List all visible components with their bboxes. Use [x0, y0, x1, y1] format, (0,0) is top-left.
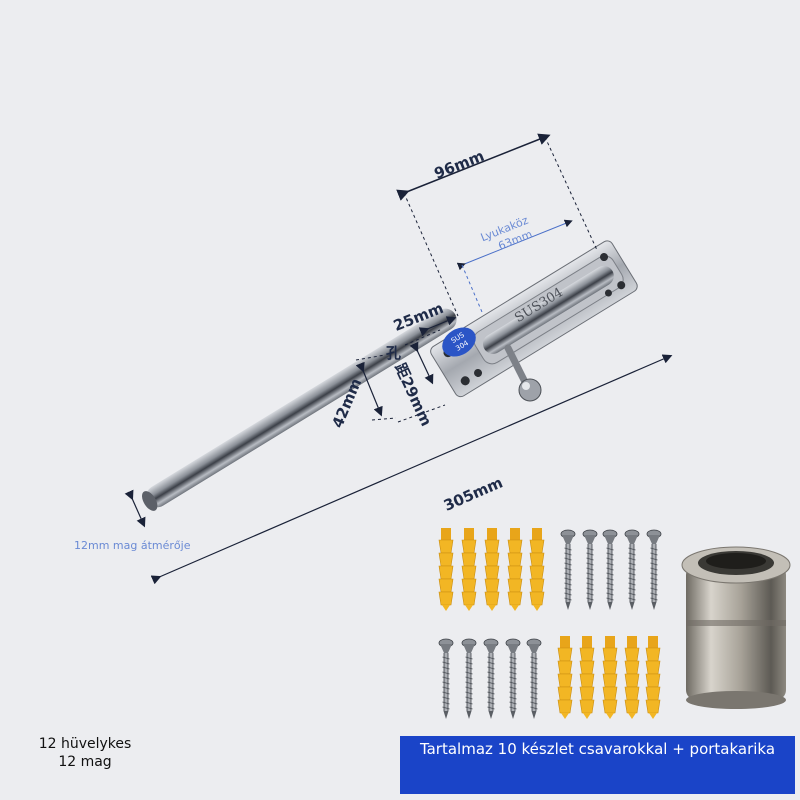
screws-top	[560, 529, 662, 610]
included-items-banner: Tartalmaz 10 készlet csavarokkal + porta…	[400, 736, 795, 794]
banner-text: Tartalmaz 10 készlet csavarokkal + porta…	[419, 740, 776, 758]
screw	[438, 638, 454, 719]
floor-strike-cup	[681, 546, 791, 709]
dim-96mm: 96mm	[432, 147, 487, 183]
wall-anchor	[529, 528, 545, 611]
wall-anchor	[624, 636, 640, 719]
screw	[505, 638, 521, 719]
screw	[624, 529, 640, 610]
screw	[602, 529, 618, 610]
wall-anchor	[557, 636, 573, 719]
wall-anchor	[579, 636, 595, 719]
wall-anchors-bottom	[557, 636, 661, 719]
screw	[461, 638, 477, 719]
wall-anchors-top	[438, 528, 545, 611]
wall-anchor	[461, 528, 477, 611]
caption-line-1: 12 hüvelykes	[38, 736, 132, 752]
wall-anchor	[438, 528, 454, 611]
wall-anchor	[507, 528, 523, 611]
screws-bottom	[438, 638, 542, 719]
dim-core-diameter: 12mm mag átmérője	[74, 539, 191, 552]
screw	[483, 638, 499, 719]
screw	[560, 529, 576, 610]
wall-anchor	[645, 636, 661, 719]
screw	[582, 529, 598, 610]
dim-ju: 距	[391, 360, 414, 381]
dim-29mm: 29mm	[397, 374, 435, 429]
wall-anchor	[484, 528, 500, 611]
screw	[526, 638, 542, 719]
wall-anchor	[602, 636, 618, 719]
product-caption: 12 hüvelykes 12 mag	[30, 735, 140, 771]
caption-line-2: 12 mag	[58, 754, 112, 770]
dim-kong: 孔	[386, 344, 401, 362]
door-bolt	[142, 240, 638, 511]
dim-305mm: 305mm	[441, 473, 506, 514]
dimension-lines	[124, 133, 673, 585]
screw	[646, 529, 662, 610]
